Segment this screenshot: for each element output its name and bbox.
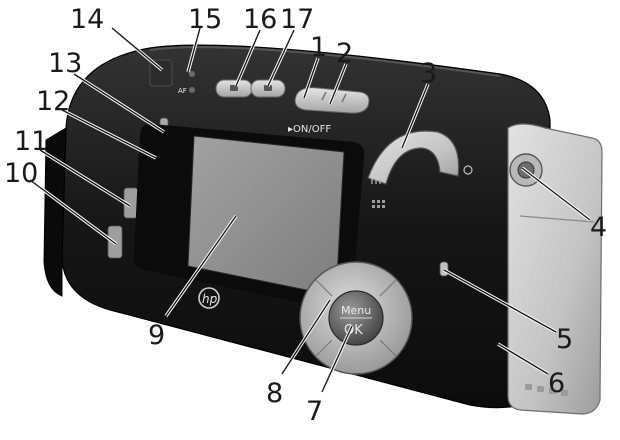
- zoom-out-icon: [371, 178, 381, 184]
- callout-10: 10: [4, 158, 38, 189]
- camera-icon: [230, 85, 238, 91]
- callout-14: 14: [70, 4, 104, 35]
- leader-2: [329, 63, 347, 105]
- leader-16: [235, 29, 261, 87]
- leader-3: [401, 83, 429, 149]
- leader-13: [73, 73, 165, 133]
- flash-led: [189, 71, 195, 77]
- callout-7: 7: [306, 396, 323, 427]
- callout-15: 15: [188, 4, 222, 35]
- callout-2: 2: [336, 38, 353, 69]
- zoom-lever[interactable]: [367, 130, 473, 185]
- leader-1: [303, 57, 319, 99]
- callout-11: 11: [14, 126, 48, 157]
- leader-9: [165, 215, 237, 317]
- callout-3: 3: [420, 58, 437, 89]
- callout-13: 13: [48, 48, 82, 79]
- power-label: ▸ON/OFF: [288, 124, 331, 135]
- callout-12: 12: [36, 86, 70, 117]
- leader-6: [497, 343, 549, 375]
- callout-5: 5: [556, 324, 573, 355]
- callout-6: 6: [548, 368, 565, 399]
- live-view-button[interactable]: [215, 79, 253, 98]
- callout-numbers: 14 15 16 17 1 2 3 4 5 6 7 8 9 10 11 12 1…: [4, 4, 607, 427]
- leader-10: [29, 179, 117, 245]
- callout-9: 9: [148, 320, 165, 351]
- battery-door-panel: [507, 123, 603, 415]
- battery-door-groove: [519, 215, 595, 223]
- leader-lines: [28, 26, 592, 393]
- leader-17: [267, 29, 295, 87]
- af-led: [189, 87, 195, 93]
- battery-door-grip: [525, 384, 568, 396]
- leader-7: [321, 325, 353, 393]
- leader-5: [443, 269, 557, 333]
- leader-12: [61, 109, 157, 159]
- leader-4: [521, 167, 591, 221]
- leader-11: [39, 149, 131, 207]
- shell-left-side: [43, 127, 67, 297]
- callout-16: 16: [243, 4, 277, 35]
- leader-14: [111, 27, 163, 71]
- memory-indicator-light: [439, 261, 449, 277]
- callout-17: 17: [280, 4, 314, 35]
- svg-text:hp: hp: [202, 292, 218, 306]
- leader-15: [187, 27, 201, 73]
- playback-icon: [264, 85, 272, 91]
- callout-8: 8: [266, 378, 283, 409]
- callout-1: 1: [310, 32, 327, 63]
- thumbnail-icon: [372, 200, 385, 208]
- menu-label: Menu: [341, 304, 371, 317]
- playback-button[interactable]: [250, 79, 286, 98]
- af-label: AF: [178, 87, 187, 95]
- callout-4: 4: [590, 212, 607, 243]
- menu-ok-button[interactable]: Menu OK: [328, 290, 384, 346]
- hp-logo: hp: [198, 287, 220, 309]
- shell-top-edge: [149, 46, 501, 77]
- leader-8: [281, 299, 331, 375]
- lcd-screen: [133, 123, 365, 311]
- zoom-in-icon: [463, 165, 473, 175]
